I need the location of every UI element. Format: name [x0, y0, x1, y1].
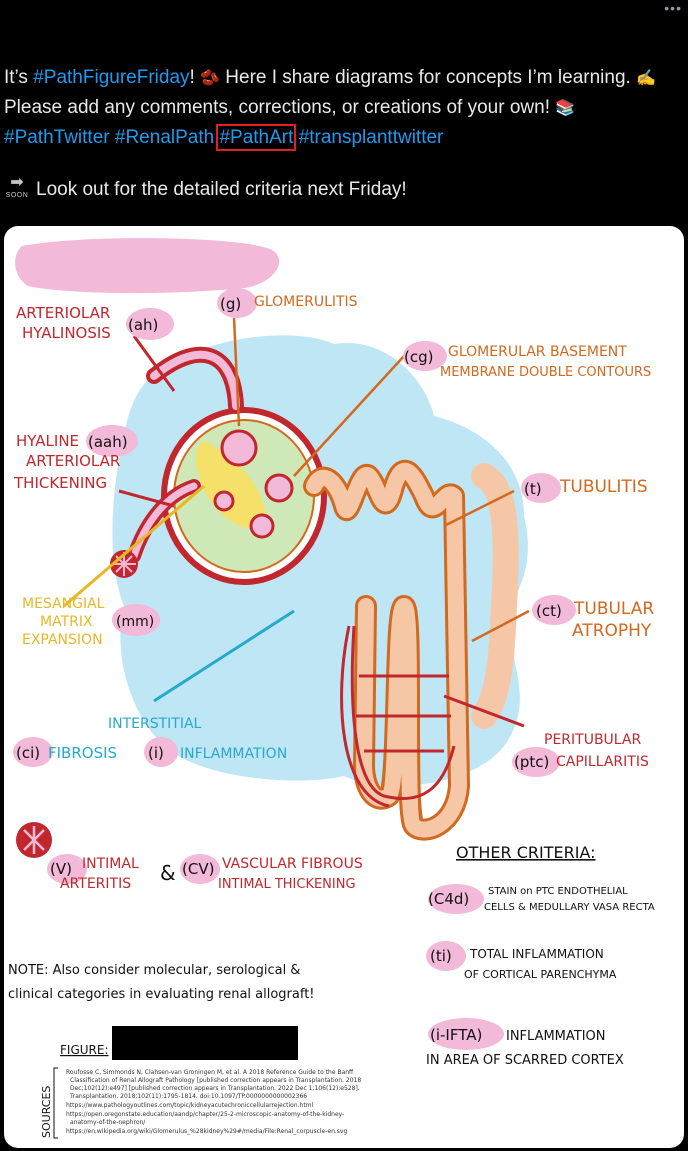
label-inflammation: INFLAMMATION — [180, 746, 287, 762]
source-line: https://www.pathologyoutlines.com/topic/… — [66, 1102, 314, 1109]
label-tubulitis: TUBULITIS — [559, 477, 648, 497]
label-ti-line1: TOTAL INFLAMMATION — [469, 947, 604, 961]
label-expansion: EXPANSION — [22, 632, 103, 648]
capillary-loop — [266, 475, 292, 501]
tweet-text-part: ! — [190, 67, 201, 88]
books-emoji-icon: 📚 — [555, 94, 575, 123]
source-line: Roufosse C, Simmonds N, Clahsen-van Gron… — [66, 1069, 354, 1076]
soon-arrow-icon: ➡SOON — [4, 178, 30, 201]
label-capillaritis: CAPILLARITIS — [556, 754, 649, 770]
kidney-emoji-icon: 🫘 — [200, 64, 220, 93]
label-arteriolar2: ARTERIOLAR — [26, 452, 120, 470]
label-ci: (ci) — [16, 744, 40, 762]
tweet-text: It’s #PathFigureFriday! 🫘 Here I share d… — [4, 63, 684, 152]
tweet-text-part: Please add any comments, corrections, or… — [4, 97, 555, 118]
label-cg: (cg) — [404, 348, 433, 366]
writing-hand-emoji-icon: ✍️ — [636, 64, 656, 93]
label-ti-line2: OF CORTICAL PARENCHYMA — [464, 968, 617, 981]
sources-bracket — [54, 1068, 58, 1138]
label-c4d: (C4d) — [428, 890, 469, 908]
label-iifta-line2: IN AREA OF SCARRED CORTEX — [426, 1053, 624, 1068]
note-line2: clinical categories in evaluating renal … — [8, 987, 315, 1002]
label-g: (g) — [220, 295, 241, 313]
label-ct: (ct) — [536, 602, 562, 620]
label-iifta: (i-IFTA) — [430, 1026, 482, 1044]
label-aah-group: HYALINE ARTERIOLAR THICKENING (aah) — [13, 432, 128, 492]
title-highlight — [15, 238, 279, 293]
label-cg-line1: GLOMERULAR BASEMENT — [448, 344, 627, 360]
label-fibrosis: FIBROSIS — [48, 744, 117, 762]
hashtag-renalpath[interactable]: #RenalPath — [115, 127, 214, 148]
label-cv: (CV) — [182, 860, 214, 878]
label-hyalinosis: HYALINOSIS — [22, 324, 111, 342]
figure-image-card[interactable]: ARTERIOLAR HYALINOSIS (ah) (g) GLOMERULI… — [4, 226, 684, 1148]
label-interstitial: INTERSTITIAL — [108, 716, 202, 732]
source-line: anatomy-of-the-nephron/ — [70, 1119, 146, 1126]
label-ti: (ti) — [430, 947, 452, 965]
label-atrophy: ATROPHY — [572, 621, 652, 641]
label-aah: (aah) — [88, 433, 128, 451]
more-dots-icon[interactable]: ••• — [664, 0, 682, 16]
source-line: https://open.oregonstate.education/aandp… — [66, 1111, 344, 1118]
soon-text: Look out for the detailed criteria next … — [36, 179, 407, 201]
figure-label: FIGURE: — [60, 1043, 109, 1057]
sources-list: Roufosse C, Simmonds N, Clahsen-van Gron… — [66, 1069, 361, 1135]
soon-line: ➡SOON Look out for the detailed criteria… — [4, 178, 407, 201]
capillary-loop — [251, 515, 273, 537]
source-line: Transplantation. 2018;102(11):1795-1814.… — [69, 1093, 307, 1100]
label-cg-line2: MEMBRANE DOUBLE CONTOURS — [440, 365, 651, 380]
banff-criteria-diagram: ARTERIOLAR HYALINOSIS (ah) (g) GLOMERULI… — [4, 226, 684, 1148]
redacted-bar — [112, 1026, 298, 1060]
label-glomerulitis: GLOMERULITIS — [254, 294, 358, 310]
source-line: Dec;102(12):e497] [published correction … — [70, 1085, 360, 1092]
capillary-loop — [215, 492, 233, 510]
tweet: ••• It’s #PathFigureFriday! 🫘 Here I sha… — [0, 0, 688, 225]
label-t: (t) — [524, 480, 542, 498]
label-c4d-line2: CELLS & MEDULLARY VASA RECTA — [484, 902, 655, 913]
label-arteriolar: ARTERIOLAR — [16, 304, 110, 322]
label-arteritis: ARTERITIS — [60, 876, 131, 892]
label-peritubular: PERITUBULAR — [544, 732, 641, 748]
tweet-text-part: It’s — [4, 67, 33, 88]
label-ampersand: & — [160, 861, 176, 885]
label-intimal: INTIMAL — [82, 856, 139, 872]
label-thickening: THICKENING — [13, 474, 107, 492]
hashtag-transplanttwitter[interactable]: #transplanttwitter — [299, 127, 444, 148]
hashtag-pathtwitter[interactable]: #PathTwitter — [4, 127, 110, 148]
label-intimal-thickening: INTIMAL THICKENING — [218, 877, 356, 892]
label-hyaline: HYALINE — [16, 432, 79, 450]
tweet-text-part: Here I share diagrams for concepts I’m l… — [220, 67, 636, 88]
label-mesangial: MESANGIAL — [22, 596, 105, 612]
sources-label: SOURCES — [40, 1086, 53, 1138]
label-ptc: (ptc) — [514, 753, 549, 771]
label-mm: (mm) — [116, 614, 154, 630]
note-line1: NOTE: Also consider molecular, serologic… — [8, 963, 300, 978]
label-i: (i) — [148, 744, 164, 762]
hashtag-pathart[interactable]: #PathArt — [219, 127, 293, 148]
label-ah: (ah) — [128, 316, 158, 334]
label-iifta-line1: INFLAMMATION — [506, 1029, 606, 1044]
label-vascular-fibrous: VASCULAR FIBROUS — [222, 856, 363, 872]
hashtag-pathfigurefriday[interactable]: #PathFigureFriday — [33, 67, 189, 88]
source-line: Classification of Renal Allograft Pathol… — [70, 1077, 361, 1084]
source-line: https://en.wikipedia.org/wiki/Glomerulus… — [66, 1128, 347, 1135]
label-matrix: MATRIX — [40, 614, 93, 630]
capillary-loop — [222, 431, 256, 465]
label-other-criteria: OTHER CRITERIA: — [456, 843, 596, 862]
label-tubular: TUBULAR — [573, 599, 654, 619]
label-c4d-line1: STAIN on PTC ENDOTHELIAL — [488, 886, 628, 897]
